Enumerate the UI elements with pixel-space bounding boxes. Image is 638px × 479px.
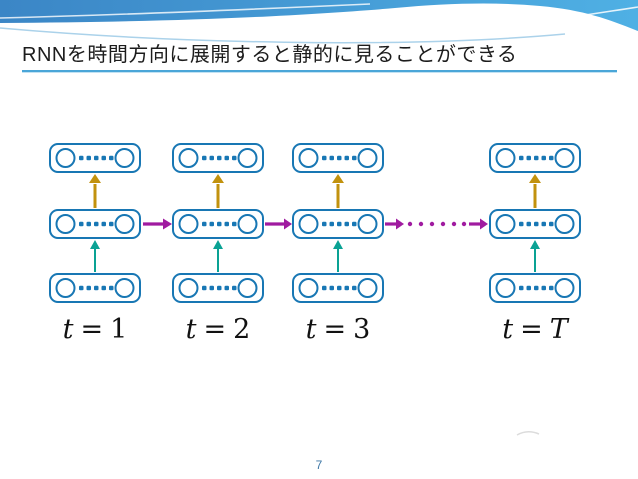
ellipsis-dot [461,221,467,227]
hidden-layer-box [489,209,581,239]
time-label: t=2 [186,314,251,345]
header-wave-highlight-right [464,6,638,32]
time-label: t=T [502,314,569,345]
hidden-to-output-arrowhead [332,174,344,183]
title-underline [22,70,617,73]
output-layer-box [172,143,264,173]
recurrent-arrowhead-4 [480,218,488,230]
header-wave-highlight-left [0,3,371,19]
rnn-column-t3: t=3 [292,143,384,345]
header-wave-thin-line [0,27,566,44]
hidden-to-output-arrowhead [529,174,541,183]
header-wave-band [0,0,638,31]
input-layer-box [489,273,581,303]
input-to-hidden-arrowhead [90,240,100,249]
time-label: t=1 [63,314,128,345]
hidden-layer-box [172,209,264,239]
page-number: 7 [315,458,323,472]
output-layer-box [489,143,581,173]
input-layer-box [172,273,264,303]
ellipsis-dot [429,221,435,227]
recurrent-arrowhead-1 [163,218,172,230]
hidden-layer-box [49,209,141,239]
input-to-hidden-arrowhead [213,240,223,249]
output-layer-box [49,143,141,173]
hidden-to-output-arrowhead [212,174,224,183]
footer-dash-decoration [516,431,540,436]
header-wave-decoration [0,0,638,44]
slide-title: RNNを時間方向に展開すると静的に見ることができる [22,44,518,66]
recurrent-connections [143,218,488,230]
ellipsis-dot [440,221,446,227]
recurrent-arrowhead-2 [284,218,292,230]
ellipsis-dot [451,221,457,227]
hidden-layer-box [292,209,384,239]
input-layer-box [49,273,141,303]
recurrent-arrowhead-3 [396,218,404,230]
input-layer-box [292,273,384,303]
ellipsis-dot [418,221,424,227]
rnn-column-tT: t=T [489,143,581,345]
output-layer-box [292,143,384,173]
time-label: t=3 [306,314,371,345]
input-to-hidden-arrowhead [530,240,540,249]
rnn-column-t1: t=1 [49,143,141,345]
rnn-column-t2: t=2 [172,143,264,345]
input-to-hidden-arrowhead [333,240,343,249]
hidden-to-output-arrowhead [89,174,101,183]
ellipsis-dot [407,221,413,227]
